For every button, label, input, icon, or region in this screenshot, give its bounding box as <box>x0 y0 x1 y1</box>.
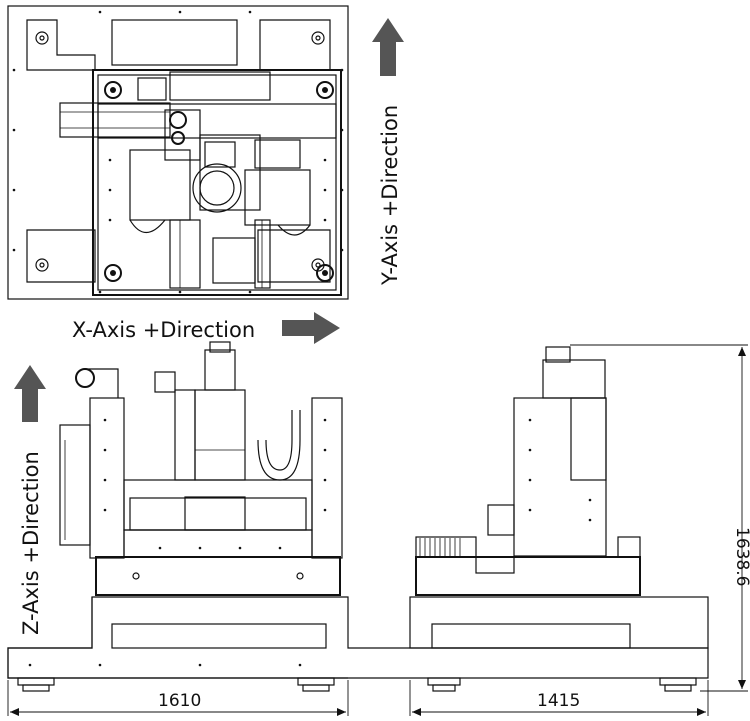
z-axis-label: Z-Axis +Direction <box>19 451 43 635</box>
top-view <box>7 5 349 300</box>
side-width-dimension: 1415 <box>537 691 580 711</box>
side-view <box>409 346 709 692</box>
height-dimension: 1638.6 <box>732 527 750 586</box>
front-view <box>7 341 709 692</box>
y-axis-arrow-icon <box>372 18 404 76</box>
z-axis-arrow-icon <box>14 365 46 422</box>
x-axis-label: X-Axis +Direction <box>72 318 255 342</box>
dimension-lines <box>7 344 748 716</box>
front-width-dimension: 1610 <box>158 691 201 711</box>
y-axis-label: Y-Axis +Direction <box>378 105 402 286</box>
x-axis-arrow-icon <box>282 312 340 344</box>
